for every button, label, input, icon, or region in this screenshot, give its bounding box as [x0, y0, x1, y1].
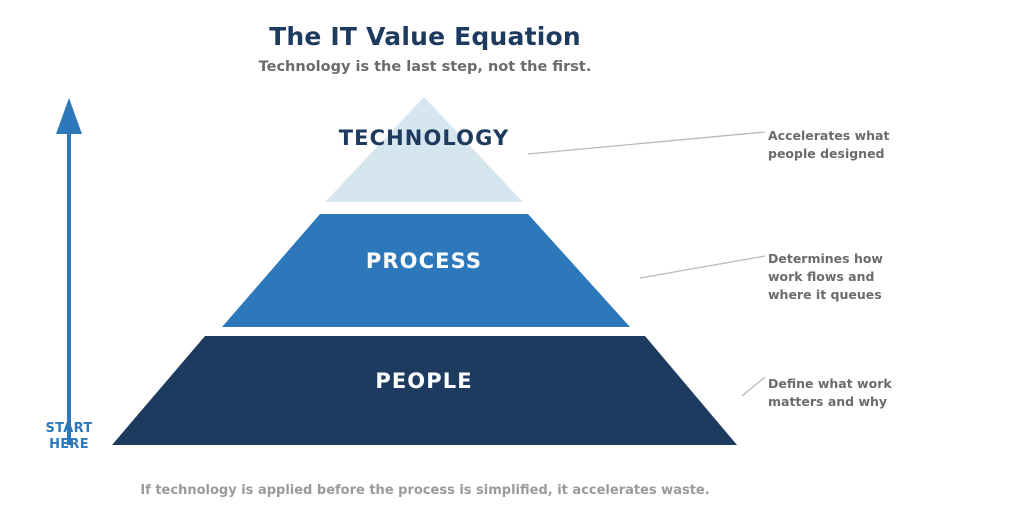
leader-line-process — [639, 255, 766, 279]
page-subtitle: Technology is the last step, not the fir… — [258, 59, 592, 75]
start-here-label: START HERE — [45, 421, 93, 453]
tier-label-technology: TECHNOLOGY — [338, 126, 510, 150]
leader-line-people — [741, 376, 766, 397]
tier-shape-people[interactable] — [112, 336, 737, 445]
tier-shape-technology[interactable] — [325, 97, 523, 202]
tier-label-process: PROCESS — [365, 249, 483, 273]
header-block: The IT Value Equation Technology is the … — [0, 22, 850, 76]
page-title: The IT Value Equation — [269, 22, 581, 51]
start-here-arrow — [56, 98, 82, 445]
annotation-people: Define what work matters and why — [768, 376, 892, 410]
footer-caption: If technology is applied before the proc… — [140, 483, 710, 498]
tier-label-people: PEOPLE — [375, 369, 473, 393]
annotation-process: Determines how work flows and where it q… — [768, 251, 883, 303]
tier-shape-process[interactable] — [222, 214, 630, 327]
leader-line-technology — [527, 131, 766, 155]
arrow-head — [56, 98, 82, 134]
annotation-technology: Accelerates what people designed — [768, 128, 890, 162]
